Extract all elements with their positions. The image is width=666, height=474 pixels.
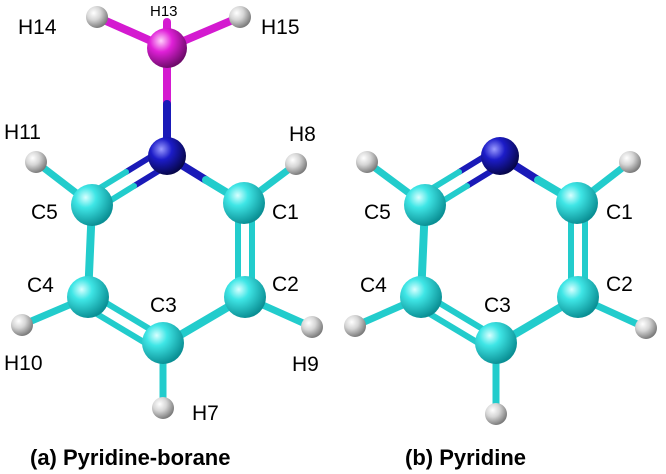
- label-c4: C4: [27, 274, 54, 297]
- atom-h14: [86, 6, 108, 28]
- label-h14: H14: [18, 16, 57, 39]
- atom-c3: [142, 322, 184, 364]
- atom-c5: [71, 184, 113, 226]
- atom-b-h-c5: [356, 151, 378, 173]
- label-b-c4: C4: [360, 274, 387, 297]
- atom-c4: [67, 276, 109, 318]
- atom-h15: [229, 6, 251, 28]
- label-c2: C2: [272, 273, 299, 296]
- atom-b-c4: [400, 276, 442, 318]
- label-c1: C1: [272, 201, 299, 224]
- label-b-c1: C1: [606, 201, 633, 224]
- label-c3: C3: [150, 294, 177, 317]
- atom-b-c1: [556, 182, 598, 224]
- label-h11: H11: [4, 121, 41, 144]
- atom-b-nitrogen: [481, 137, 519, 175]
- label-h10: H10: [4, 352, 43, 375]
- molecule-a-labels: H13 H14 H15 H11 H8 C5 C1 C4 C2 C3 H10 H9…: [4, 3, 319, 425]
- label-h9: H9: [292, 353, 319, 376]
- molecule-b-bonds: [351, 147, 650, 418]
- label-h13: H13: [150, 3, 178, 20]
- label-c5: C5: [31, 201, 58, 224]
- molecule-b-labels: C5 C1 C4 C2 C3: [360, 201, 633, 317]
- molecule-a-atoms: [11, 6, 323, 419]
- atom-c1: [223, 182, 265, 224]
- atom-boron: [147, 28, 187, 68]
- label-h15: H15: [261, 16, 300, 39]
- atom-nitrogen: [148, 137, 186, 175]
- atom-h7: [152, 397, 174, 419]
- atom-h9: [301, 316, 323, 338]
- atom-b-h-c4: [344, 315, 366, 337]
- atom-b-c3: [475, 322, 517, 364]
- label-b-c3: C3: [484, 294, 511, 317]
- atom-b-c5: [404, 184, 446, 226]
- atom-h11: [25, 151, 47, 173]
- atom-b-h-c1: [619, 151, 641, 173]
- atom-h8: [285, 153, 307, 175]
- molecule-b: C5 C1 C4 C2 C3 (b) Pyridine: [344, 137, 657, 470]
- caption-a: (a) Pyridine-borane: [30, 445, 230, 470]
- atom-b-c2: [557, 276, 599, 318]
- molecule-b-atoms: [344, 137, 657, 425]
- label-h8: H8: [289, 123, 316, 146]
- atom-h10: [11, 314, 33, 336]
- atom-c2: [224, 276, 266, 318]
- atom-b-h-c2: [635, 317, 657, 339]
- molecule-a: H13 H14 H15 H11 H8 C5 C1 C4 C2 C3 H10 H9…: [4, 3, 323, 470]
- label-b-c2: C2: [606, 273, 633, 296]
- caption-b: (b) Pyridine: [405, 445, 526, 470]
- label-h7: H7: [192, 402, 219, 425]
- label-b-c5: C5: [364, 201, 391, 224]
- atom-b-h-c3: [485, 403, 507, 425]
